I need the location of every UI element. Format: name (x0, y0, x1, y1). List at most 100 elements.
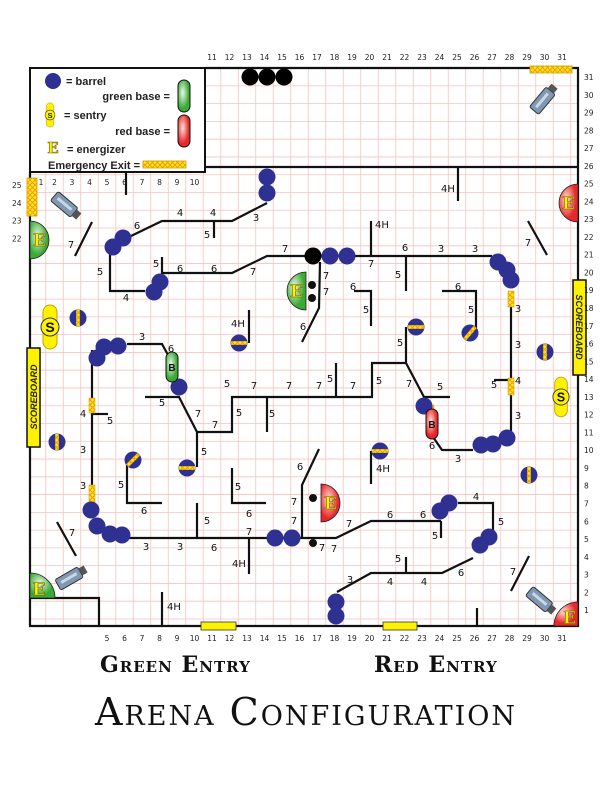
row-label: 18 (584, 304, 594, 313)
column-label: 28 (505, 634, 515, 643)
barrel-icon (88, 517, 106, 535)
wall-label: 5 (204, 516, 210, 527)
wall-label: 5 (201, 447, 207, 458)
column-label: 11 (207, 634, 217, 643)
entry-door (200, 621, 237, 631)
wall-label: 7 (291, 516, 297, 527)
camera-lens (547, 83, 558, 94)
barrel-icon (321, 247, 339, 265)
row-label: 8 (584, 482, 589, 491)
wall-label: 4 (123, 293, 129, 304)
legend-energizer: = energizer (67, 144, 126, 156)
column-label: 31 (557, 53, 567, 62)
column-label: 9 (175, 634, 180, 643)
barrel-icon (258, 184, 276, 202)
wall-label: 5 (235, 482, 241, 493)
sentry-letter: S (557, 391, 565, 405)
emergency-exit (529, 65, 573, 74)
green-base-letter: B (168, 363, 175, 374)
wall-label: 5 (159, 398, 165, 409)
barrel (151, 273, 169, 291)
barrel-icon (258, 168, 276, 186)
column-label: 5 (105, 634, 110, 643)
red-energizer: E (553, 601, 579, 629)
barrel (502, 271, 520, 289)
energizer-letter: E (290, 282, 303, 302)
wall-label: 5 (153, 259, 159, 270)
wall-label: 7 (212, 420, 218, 431)
wall-label: 4H (375, 220, 389, 231)
barrel-icon (327, 607, 345, 625)
wall-label: 5 (432, 531, 438, 542)
wall (230, 468, 266, 505)
row-label: 5 (584, 535, 589, 544)
energizer-letter: E (563, 609, 576, 629)
entry-door (382, 621, 418, 631)
barrel (48, 433, 66, 451)
wall-label: 3 (139, 332, 145, 343)
column-label: 16 (295, 634, 305, 643)
wall (458, 501, 495, 538)
column-label: 1 (39, 178, 44, 187)
wall-label: 4 (177, 208, 183, 219)
column-label: 27 (487, 634, 497, 643)
barrel (266, 529, 284, 547)
energizer-letter: E (32, 580, 45, 600)
wall-label: 4H (231, 319, 245, 330)
wall-label: 5 (97, 267, 103, 278)
wall-label: 4 (387, 577, 393, 588)
row-label: 7 (584, 499, 589, 508)
camera-lens (78, 565, 88, 576)
barrel-icon (114, 229, 132, 247)
column-label: 17 (312, 53, 322, 62)
margin (0, 0, 612, 67)
wall-label: 4 (515, 376, 521, 387)
legend-sentry: = sentry (64, 110, 107, 122)
camera-highlight (531, 592, 548, 606)
wall-label: 6 (402, 243, 408, 254)
wall-label: 5 (118, 480, 124, 491)
wall-label: 7 (286, 381, 292, 392)
row-label: 22 (584, 233, 594, 242)
column-label: 19 (347, 53, 357, 62)
energizer-icon (553, 601, 579, 627)
wall-label: 5 (224, 379, 230, 390)
wall-label: 4H (232, 559, 246, 570)
barrel (82, 501, 100, 519)
wall-label: 7 (406, 379, 412, 390)
wall-label: 5 (236, 408, 242, 419)
column-label: 26 (470, 634, 480, 643)
wall (108, 247, 145, 293)
column-label: 11 (207, 53, 217, 62)
sentry: S (552, 376, 570, 418)
row-label: 19 (584, 286, 594, 295)
wall-label: 7 (195, 409, 201, 420)
wall (125, 460, 162, 505)
barrel (124, 451, 142, 469)
wall (74, 221, 93, 257)
wall-label: 7 (282, 244, 288, 255)
wall-label: 6 (429, 441, 435, 452)
barrel-icon (484, 435, 502, 453)
wall (527, 220, 548, 256)
wall-label: 5 (376, 376, 382, 387)
barrel-icon (327, 593, 345, 611)
wall-label: 5 (363, 305, 369, 316)
column-label: 12 (225, 634, 235, 643)
wall (405, 362, 450, 399)
wall-label: 7 (250, 267, 256, 278)
row-label: 11 (584, 428, 594, 437)
red-base: B (425, 408, 439, 440)
barrel-door-icon (526, 466, 531, 484)
row-label: 30 (584, 91, 594, 100)
wall-label: 3 (515, 411, 521, 422)
row-label: 14 (584, 375, 594, 384)
energizer-icon (286, 271, 307, 311)
legend-emergency-exit: Emergency Exit = (48, 160, 140, 172)
green-energizer: E (29, 220, 50, 260)
barrel-door-icon (54, 433, 59, 451)
wall-label: 6 (168, 344, 174, 355)
wall-label: 4 (473, 492, 479, 503)
barrel (258, 168, 276, 186)
